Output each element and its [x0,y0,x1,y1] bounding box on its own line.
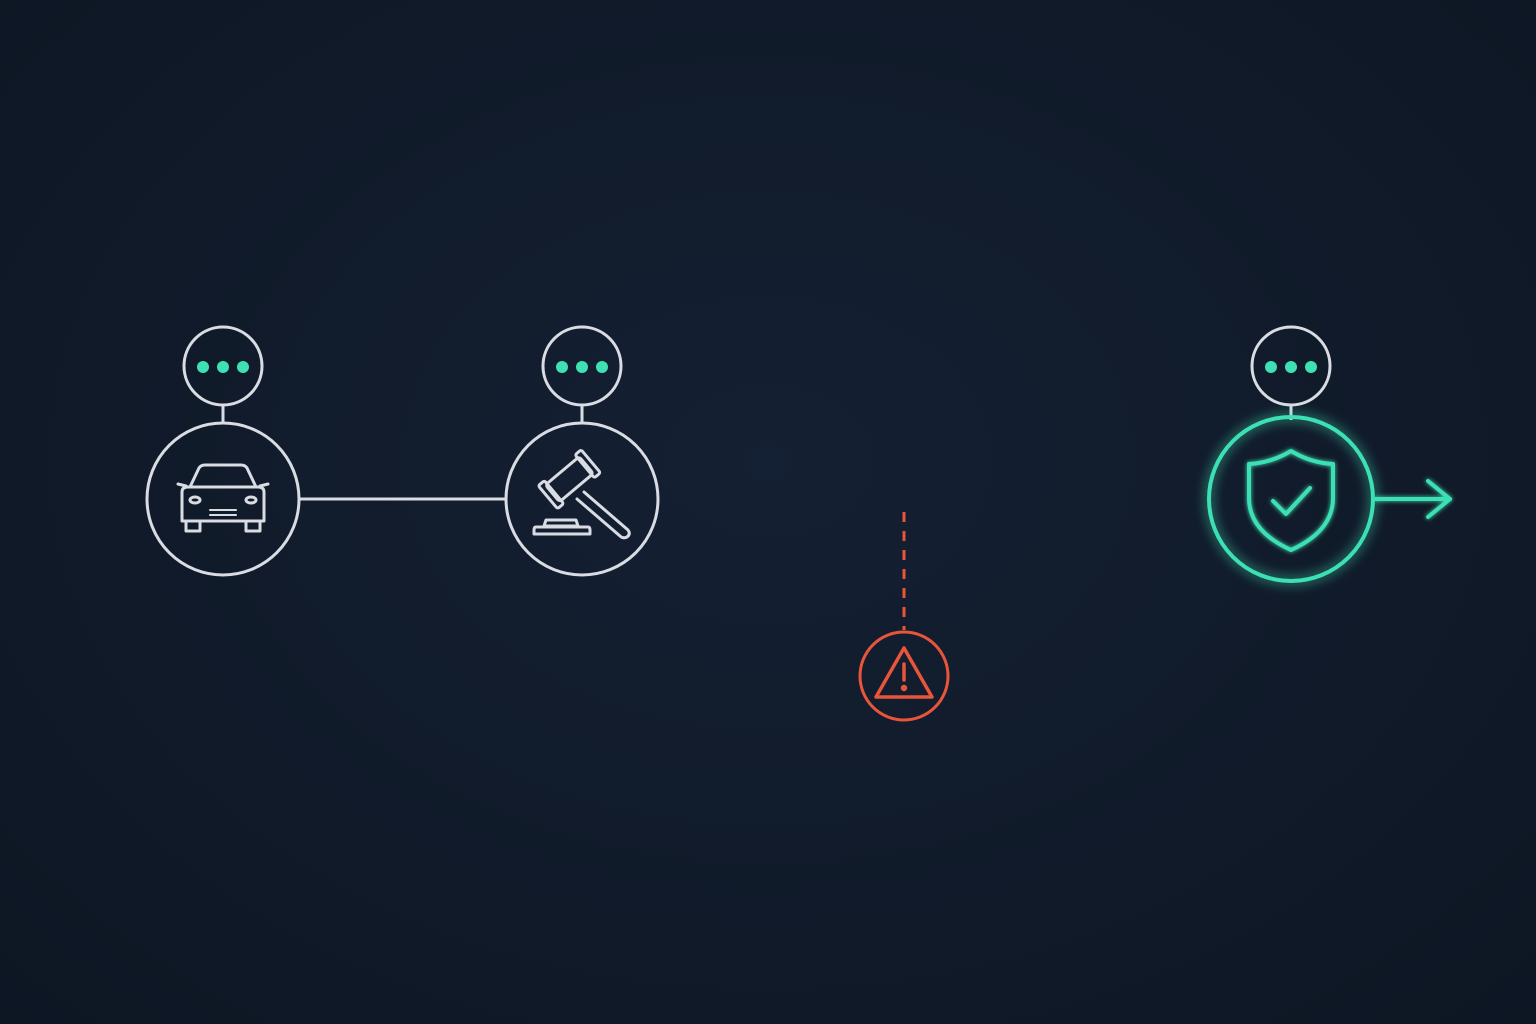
warning-triangle-icon [874,646,934,699]
node-vehicle[interactable] [145,325,301,577]
chat-bubble-icon [541,325,623,423]
car-icon [176,463,270,533]
chat-bubble-icon [182,325,264,423]
shield-check-icon [1247,449,1335,552]
node-protection[interactable] [1207,325,1375,583]
gavel-icon [532,449,631,540]
node-judgment[interactable] [504,325,660,577]
exit-arrow [1373,479,1452,519]
node-warning[interactable] [858,630,950,722]
chat-bubble-icon [1250,325,1332,420]
